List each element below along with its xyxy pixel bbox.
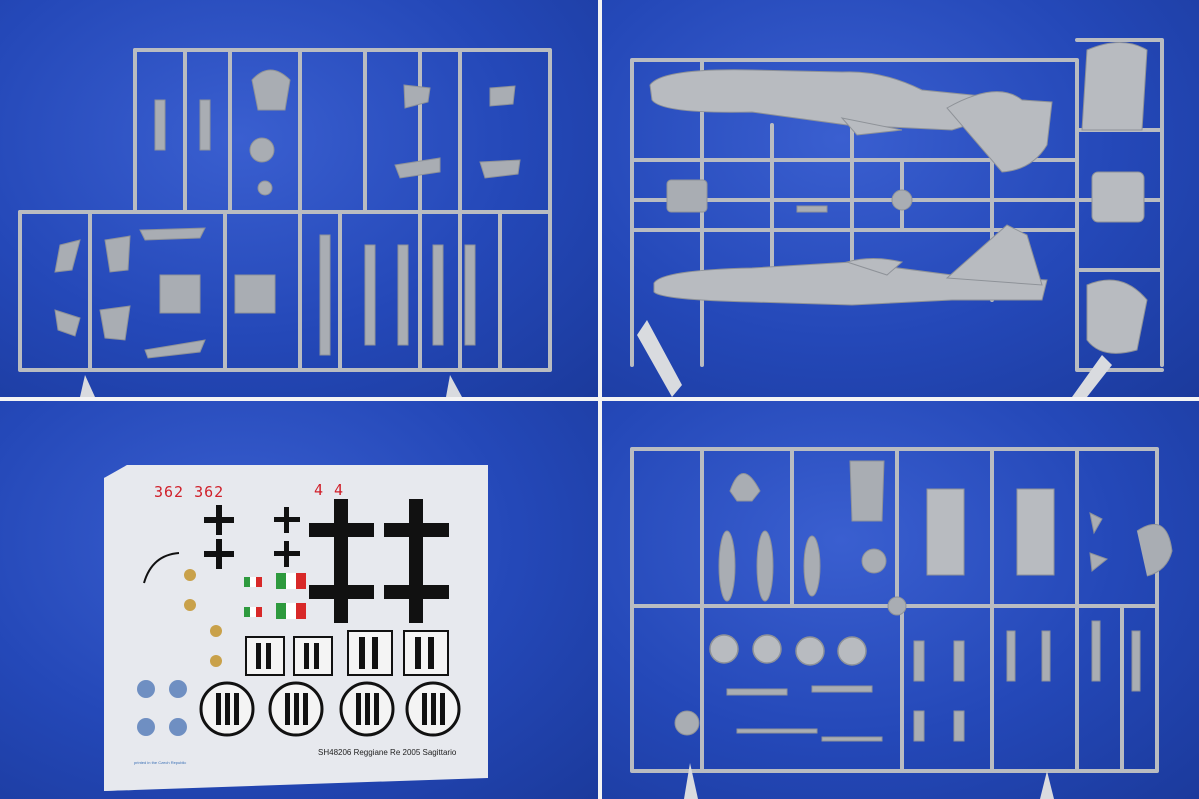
decal-sheet: 362 362 4 4 [104,465,488,791]
sprue-small-parts [18,48,552,397]
photo-sprue-wheels [602,401,1199,799]
photo-sprue-fuselage [602,0,1199,397]
sprue-wheels [630,447,1173,799]
decal-caption: SH48206 Reggiane Re 2005 Sagittario [318,748,457,757]
photo-sprue-small-parts [0,0,598,397]
decal-print-note: printed in the Czech Republic [134,760,187,765]
decal-markings [137,499,461,737]
decal-code-right: 4 4 [314,481,345,499]
photo-decal-sheet: 362 362 4 4 [0,401,598,799]
decal-code-left: 362 362 [154,483,225,501]
sprue-fuselage [630,38,1164,397]
